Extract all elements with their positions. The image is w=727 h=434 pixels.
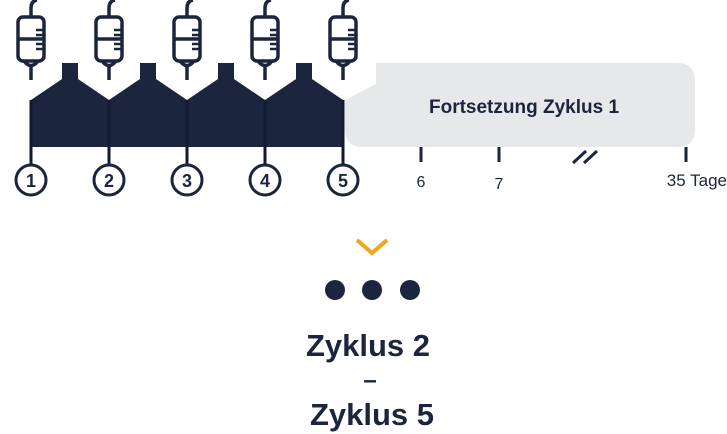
continuation-label: Fortsetzung Zyklus 1 <box>429 97 619 118</box>
iv-bag-icon <box>16 0 46 80</box>
iv-bag-icon <box>172 0 202 80</box>
infusion-day-block <box>265 63 343 147</box>
day-label: 3 <box>182 171 192 191</box>
iv-bag-icon <box>250 0 280 80</box>
infusion-day-block <box>109 63 187 147</box>
cycle-from: Zyklus 2 <box>306 328 430 363</box>
chevron-down-icon <box>355 238 389 256</box>
day-marker: 5 <box>326 100 360 197</box>
tick-label-6: 6 <box>417 174 426 191</box>
iv-bag-icon <box>94 0 124 80</box>
tick-6 <box>419 147 423 162</box>
tick-label-35: 35 Tage <box>667 171 727 190</box>
day-marker: 4 <box>248 100 282 197</box>
day-label: 1 <box>26 171 36 191</box>
continuation-bubble: Fortsetzung Zyklus 1 <box>345 63 695 147</box>
iv-bag-icon <box>328 0 358 80</box>
day-label: 2 <box>104 171 114 191</box>
day-marker: 3 <box>170 100 204 197</box>
infusion-day-block <box>187 63 265 147</box>
infusion-day-block <box>31 63 109 147</box>
continuation-ticks: 6 7 35 Tage <box>417 147 727 193</box>
tick-7 <box>497 147 501 162</box>
cycle-dash: – <box>363 367 376 394</box>
day-marker: 2 <box>92 100 126 197</box>
cycle-to: Zyklus 5 <box>310 397 434 432</box>
day-label: 5 <box>338 171 348 191</box>
axis-break-icon <box>571 149 599 165</box>
day-label: 4 <box>260 171 270 191</box>
tick-35 <box>684 147 688 162</box>
day-marker: 1 <box>14 100 48 197</box>
ellipsis-dots <box>325 280 420 300</box>
tick-label-7: 7 <box>495 176 504 193</box>
